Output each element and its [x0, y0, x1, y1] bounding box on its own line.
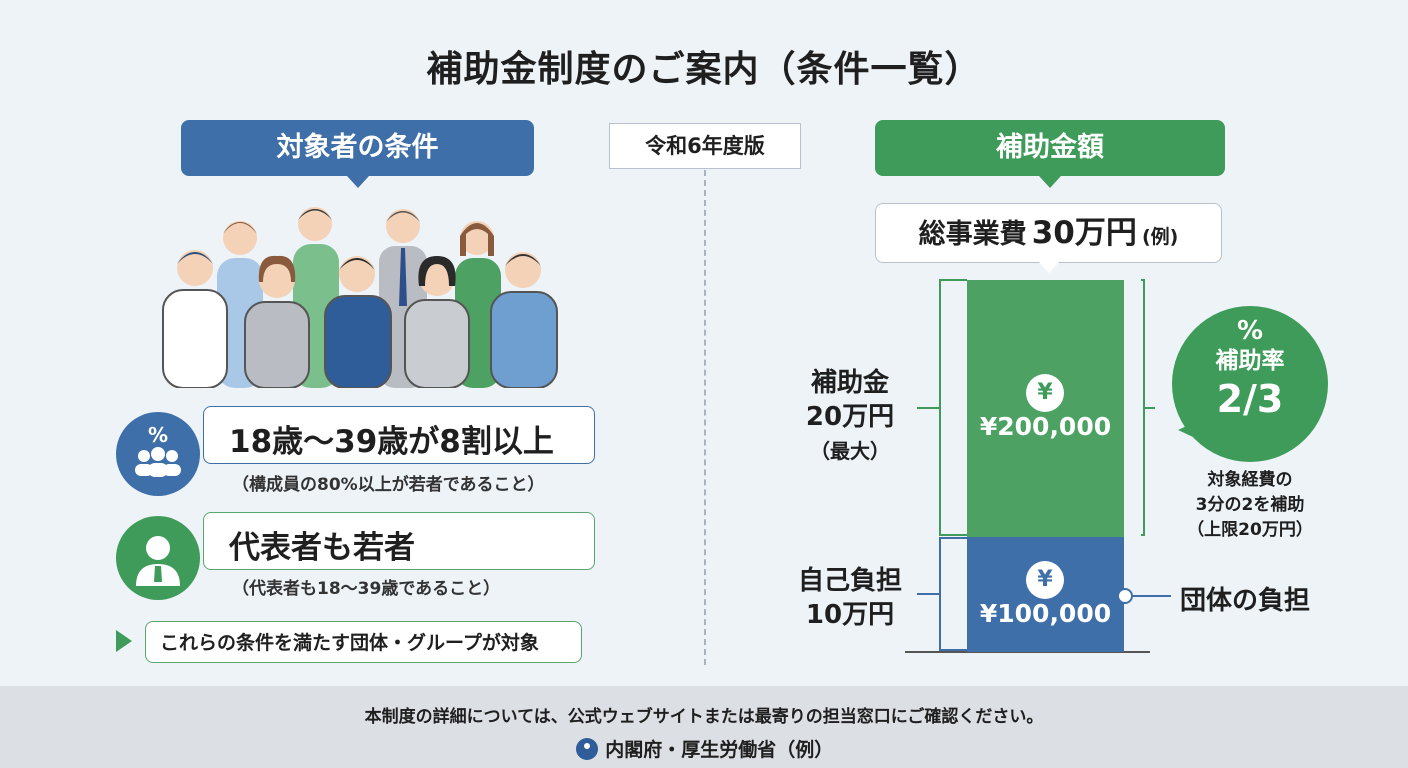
person-front-1 — [162, 250, 228, 388]
arrow-right-icon — [116, 630, 132, 652]
yen-icon: ¥ — [1026, 561, 1064, 599]
footer-org: 内閣府・厚生労働省（例） — [605, 739, 834, 761]
grant-amount: 20万円 — [805, 402, 895, 432]
grant-qualifier: （最大） — [810, 439, 890, 463]
percent-icon: % — [1236, 316, 1264, 346]
condition-age-sub: （構成員の80%以上が若者であること） — [232, 475, 545, 495]
rate-label: 補助率 — [1215, 348, 1285, 374]
rate-note-line: （上限20万円） — [1187, 520, 1313, 540]
footer-text: 本制度の詳細については、公式ウェブサイトまたは最寄りの担当窓口にご確認ください。 — [364, 707, 1044, 727]
page-title: 補助金制度のご案内（条件一覧） — [426, 49, 982, 90]
total-amount: 30万円 — [1031, 215, 1137, 251]
rate-note-line: 3分の2を補助 — [1195, 495, 1305, 515]
rate-note-line: 対象経費の — [1207, 470, 1293, 490]
condition-representative-main: 代表者も若者 — [229, 530, 415, 566]
person-front-4 — [404, 256, 470, 388]
self-amount: 10万円 — [805, 600, 895, 630]
person-front-3 — [324, 256, 392, 388]
target-conditions-header: 対象者の条件 — [181, 120, 534, 188]
rate-note: 対象経費の 3分の2を補助 （上限20万円） — [1170, 468, 1330, 543]
condition-age-main: 18歳〜39歳が8割以上 — [229, 424, 554, 460]
total-project-cost: 総事業費 30万円 (例) — [875, 203, 1222, 273]
svg-text:%: % — [148, 423, 168, 447]
edition-badge: 令和6年度版 — [609, 123, 801, 169]
subsidy-rate-bubble: % 補助率 2/3 — [1172, 306, 1328, 462]
grant-value: ¥200,000 — [979, 412, 1112, 441]
people-percent-glyph: % — [135, 423, 181, 477]
grant-bar: ¥ ¥200,000 — [967, 280, 1124, 537]
footer: 本制度の詳細については、公式ウェブサイトまたは最寄りの担当窓口にご確認ください。… — [0, 686, 1408, 768]
self-value: ¥100,000 — [979, 599, 1112, 628]
org-burden-label: 団体の負担 — [1180, 586, 1311, 616]
grant-label: 補助金 — [810, 368, 889, 398]
people-illustration — [162, 207, 558, 388]
representative-glyph — [136, 536, 180, 586]
grant-amount-header: 補助金額 — [875, 120, 1225, 188]
burden-marker-dot — [1117, 588, 1133, 604]
self-label-block: 自己負担 10万円 — [790, 564, 910, 632]
burden-connector-line — [1133, 595, 1171, 597]
condition-age-box: 18歳〜39歳が8割以上 — [203, 406, 595, 464]
representative-icon — [116, 516, 200, 600]
condition-representative-sub: （代表者も18〜39歳であること） — [232, 579, 501, 599]
total-label: 総事業費 — [918, 219, 1027, 250]
rate-value: 2/3 — [1216, 377, 1284, 421]
government-logo-icon — [575, 738, 598, 760]
yen-icon: ¥ — [1026, 374, 1064, 412]
self-label: 自己負担 — [797, 566, 902, 596]
total-suffix: (例) — [1141, 226, 1179, 248]
center-divider — [704, 170, 706, 665]
footer-org-line: 内閣府・厚生労働省（例） — [0, 735, 1408, 762]
condition-representative-box: 代表者も若者 — [203, 512, 595, 570]
person-front-2 — [244, 255, 310, 388]
bracket-lines — [905, 279, 1155, 653]
eligibility-note: これらの条件を満たす団体・グループが対象 — [145, 621, 582, 663]
person-front-5 — [490, 252, 558, 388]
grant-label-block: 補助金 20万円 （最大） — [790, 366, 910, 468]
people-percent-icon: % — [116, 412, 200, 496]
self-burden-bar: ¥ ¥100,000 — [967, 537, 1124, 652]
